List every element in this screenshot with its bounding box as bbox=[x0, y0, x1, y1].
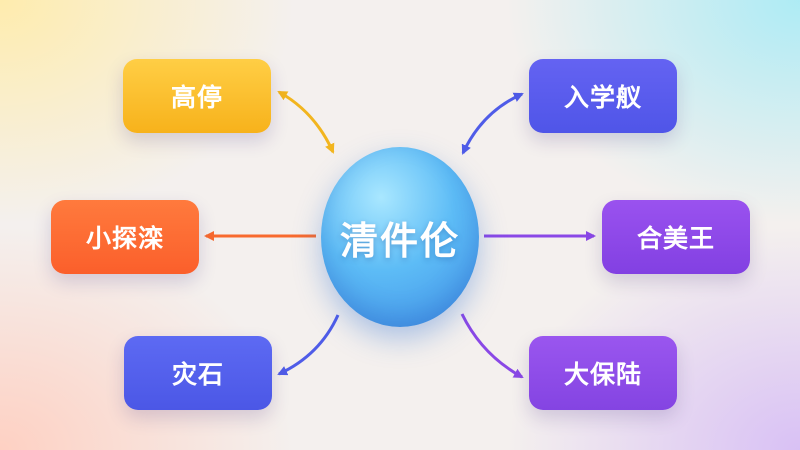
node-bottom-left-label: 灾石 bbox=[171, 360, 224, 389]
center-node: 清件伦 bbox=[321, 147, 479, 327]
node-middle-right-label: 合美王 bbox=[636, 224, 715, 253]
arrow-center-bottom-left bbox=[277, 314, 340, 376]
node-top-right-label: 入学舣 bbox=[563, 83, 642, 112]
node-middle-right: 合美王 bbox=[602, 200, 750, 274]
node-bottom-right: 大保陆 bbox=[529, 336, 677, 410]
node-bottom-left: 灾石 bbox=[124, 336, 272, 410]
node-bottom-right-label: 大保陆 bbox=[563, 360, 642, 389]
node-middle-left-label: 小探滦 bbox=[85, 224, 164, 253]
node-top-left: 高停 bbox=[123, 59, 271, 133]
node-top-right: 入学舣 bbox=[529, 59, 677, 133]
arrow-center-top-right bbox=[461, 92, 524, 155]
center-node-label: 清件伦 bbox=[339, 218, 460, 263]
arrow-center-bottom-right bbox=[460, 313, 524, 379]
node-middle-left: 小探滦 bbox=[51, 200, 199, 274]
arrow-center-top-left bbox=[277, 90, 335, 154]
node-top-left-label: 高停 bbox=[170, 83, 223, 112]
